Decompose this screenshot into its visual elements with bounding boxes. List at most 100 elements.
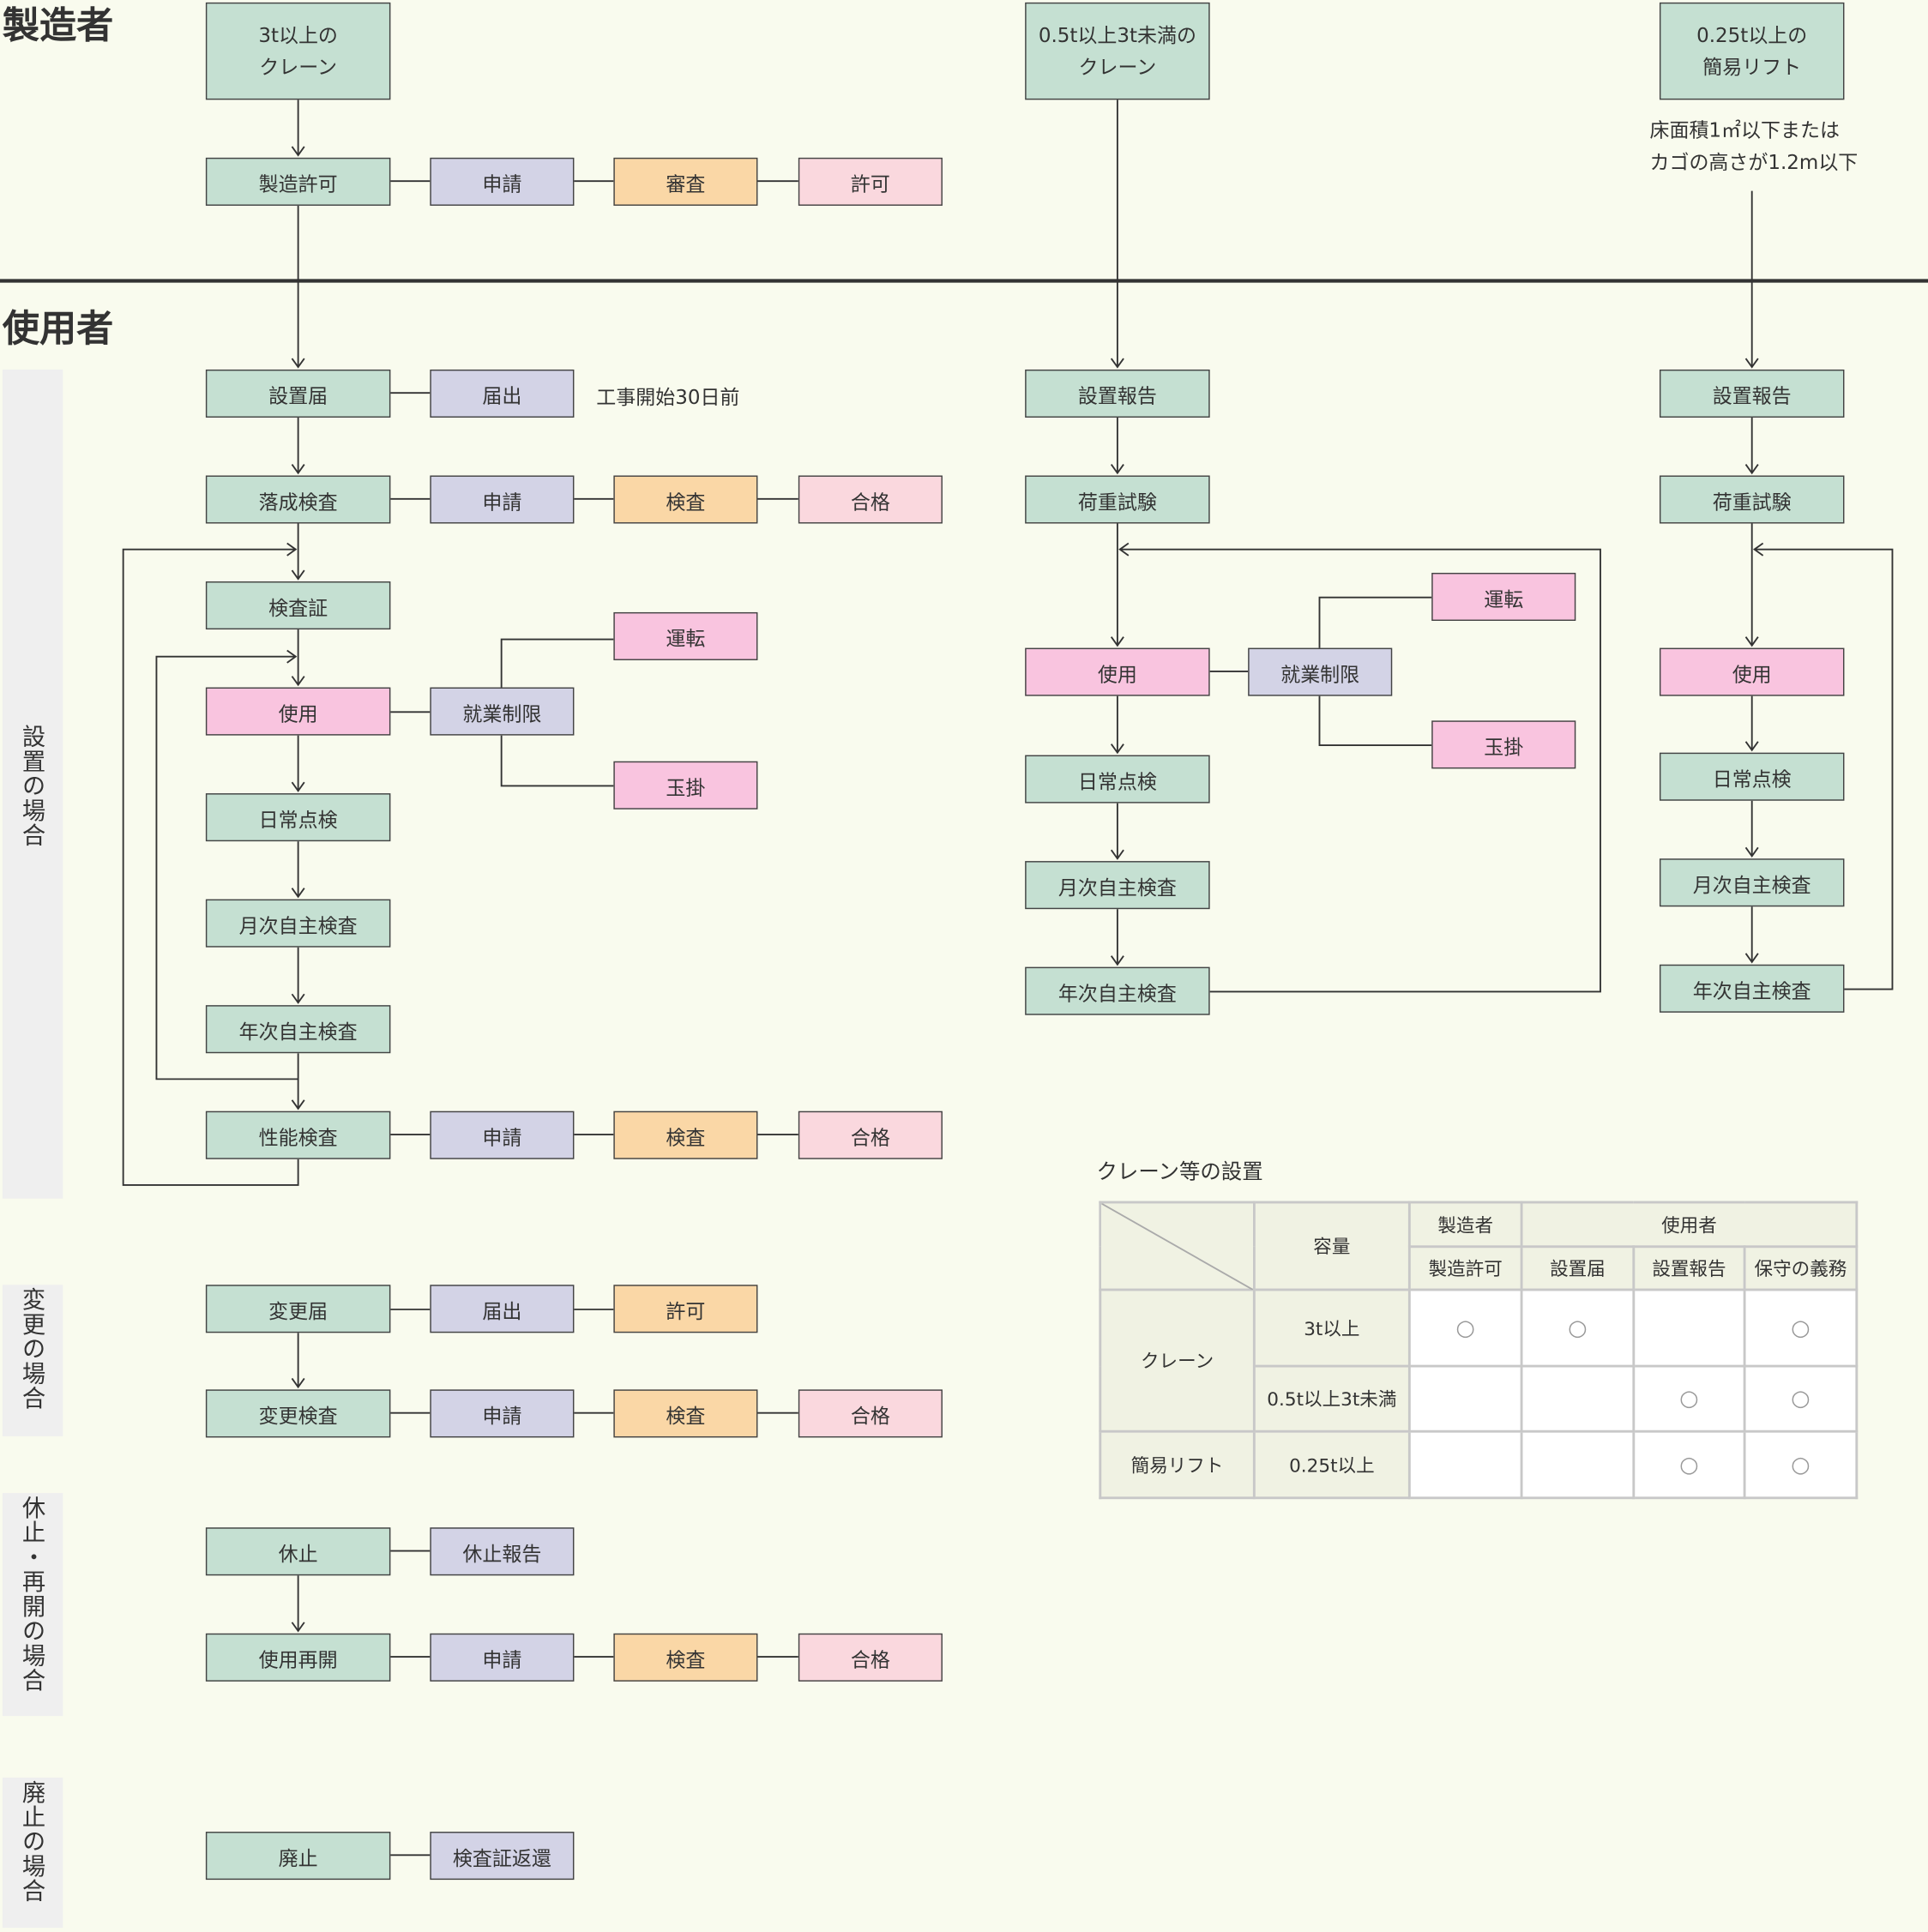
side-label-text: 設置の場合	[18, 723, 46, 847]
box-inspect: 検査	[613, 1110, 758, 1159]
cell-mark: ○	[1520, 1288, 1636, 1368]
diagonal-line	[1101, 1203, 1253, 1291]
box-submit: 届出	[430, 369, 575, 418]
box-certificate: 検査証	[205, 581, 391, 630]
manufacturer-heading: 製造者	[2, 4, 114, 49]
side-label-install: 設置の場合	[2, 369, 63, 1199]
box-permit: 許可	[613, 1285, 758, 1333]
box-apply: 申請	[430, 1633, 575, 1682]
box-simple-lift: 0.25t以上の簡易リフト	[1659, 2, 1845, 100]
box-inspect: 検査	[613, 1389, 758, 1438]
box-completion-inspection: 落成検査	[205, 475, 391, 524]
box-apply: 申請	[430, 1389, 575, 1438]
box-apply: 申請	[430, 475, 575, 524]
cell-mark: ○	[1743, 1429, 1859, 1500]
cell-mark: ○	[1632, 1364, 1746, 1433]
header-user: 使用者	[1520, 1201, 1859, 1249]
box-daily-check: 日常点検	[1025, 755, 1210, 803]
table-row: クレーン 3t以上 ○ ○ ○	[1099, 1288, 1859, 1433]
cell-capacity: 3t以上	[1252, 1288, 1411, 1368]
header-col: 設置報告	[1632, 1245, 1746, 1291]
box-submit: 届出	[430, 1285, 575, 1333]
note-line: 床面積1㎡以下または	[1649, 117, 1840, 142]
side-label-text: 廃止の場合	[18, 1779, 46, 1904]
header-col: 保守の義務	[1743, 1245, 1859, 1291]
box-suspend: 休止	[205, 1527, 391, 1576]
box-return-certificate: 検査証返還	[430, 1832, 575, 1881]
box-pass: 合格	[798, 475, 943, 524]
cell-mark	[1632, 1288, 1746, 1368]
table-row: 簡易リフト 0.25t以上 ○ ○	[1099, 1429, 1859, 1500]
box-apply: 申請	[430, 1110, 575, 1159]
cell-mark	[1520, 1364, 1636, 1433]
header-capacity: 容量	[1252, 1201, 1411, 1291]
box-work-restriction: 就業制限	[430, 687, 575, 736]
side-label-text: 変更の場合	[18, 1287, 46, 1411]
box-monthly-inspection: 月次自主検査	[1659, 858, 1845, 907]
cell-capacity: 0.5t以上3t未満	[1252, 1364, 1411, 1433]
side-label-suspend: 休止・再開の場合	[2, 1493, 63, 1717]
box-pass: 合格	[798, 1389, 943, 1438]
box-crane-0.5t: 0.5t以上3t未満のクレーン	[1025, 2, 1210, 100]
summary-table: 容量 製造者 使用者 製造許可 設置届 設置報告 保守の義務 クレーン 3t以上…	[1099, 1201, 1859, 1500]
box-load-test: 荷重試験	[1025, 475, 1210, 524]
lift-note: 床面積1㎡以下またはカゴの高さが1.2m以下	[1649, 115, 1858, 179]
box-install-notice: 設置届	[205, 369, 391, 418]
box-inspect: 検査	[613, 1633, 758, 1682]
cell-capacity: 0.25t以上	[1252, 1429, 1411, 1500]
row-crane: クレーン	[1099, 1288, 1256, 1433]
box-permit: 許可	[798, 157, 943, 206]
user-heading: 使用者	[2, 308, 114, 352]
cell-mark: ○	[1743, 1288, 1859, 1368]
diagonal-cell	[1099, 1201, 1256, 1291]
cell-mark	[1407, 1429, 1523, 1500]
box-daily-check: 日常点検	[205, 793, 391, 842]
box-annual-inspection: 年次自主検査	[205, 1005, 391, 1054]
box-change-notice: 変更届	[205, 1285, 391, 1333]
cell-mark: ○	[1632, 1429, 1746, 1500]
box-use: 使用	[1659, 647, 1845, 696]
box-abolish: 廃止	[205, 1832, 391, 1881]
box-pass: 合格	[798, 1110, 943, 1159]
cell-mark	[1407, 1364, 1523, 1433]
header-manufacturer: 製造者	[1407, 1201, 1523, 1249]
box-text: 0.25t以上の	[1696, 22, 1808, 46]
note-line: カゴの高さが1.2m以下	[1649, 150, 1859, 174]
box-review: 審査	[613, 157, 758, 206]
side-label-abolish: 廃止の場合	[2, 1777, 63, 1929]
box-annual-inspection: 年次自主検査	[1659, 964, 1845, 1013]
box-slinging: 玉掛	[1431, 720, 1576, 769]
box-apply: 申請	[430, 157, 575, 206]
box-install-report: 設置報告	[1025, 369, 1210, 418]
notify-note: 工事開始30日前	[596, 385, 740, 409]
box-monthly-inspection: 月次自主検査	[1025, 861, 1210, 910]
box-text: 0.5t以上3t未満の	[1038, 22, 1196, 46]
cell-mark	[1520, 1429, 1636, 1500]
box-performance-inspection: 性能検査	[205, 1110, 391, 1159]
cell-mark: ○	[1743, 1364, 1859, 1433]
box-monthly-inspection: 月次自主検査	[205, 899, 391, 948]
box-work-restriction: 就業制限	[1248, 647, 1393, 696]
box-text: クレーン	[1078, 54, 1157, 79]
box-text: クレーン	[259, 54, 338, 79]
box-operation: 運転	[1431, 572, 1576, 621]
cell-mark: ○	[1407, 1288, 1523, 1368]
box-install-report: 設置報告	[1659, 369, 1845, 418]
row-simple-lift: 簡易リフト	[1099, 1429, 1256, 1500]
box-text: 簡易リフト	[1702, 54, 1802, 79]
side-label-change: 変更の場合	[2, 1285, 63, 1436]
box-suspend-report: 休止報告	[430, 1527, 575, 1576]
box-change-inspection: 変更検査	[205, 1389, 391, 1438]
box-resume: 使用再開	[205, 1633, 391, 1682]
box-use: 使用	[1025, 647, 1210, 696]
box-manufacture-permit: 製造許可	[205, 157, 391, 206]
box-inspect: 検査	[613, 475, 758, 524]
box-crane-3t: 3t以上のクレーン	[205, 2, 391, 100]
box-use: 使用	[205, 687, 391, 736]
box-annual-inspection: 年次自主検査	[1025, 966, 1210, 1015]
table-title: クレーン等の設置	[1096, 1160, 1263, 1185]
header-col: 設置届	[1520, 1245, 1636, 1291]
box-pass: 合格	[798, 1633, 943, 1682]
